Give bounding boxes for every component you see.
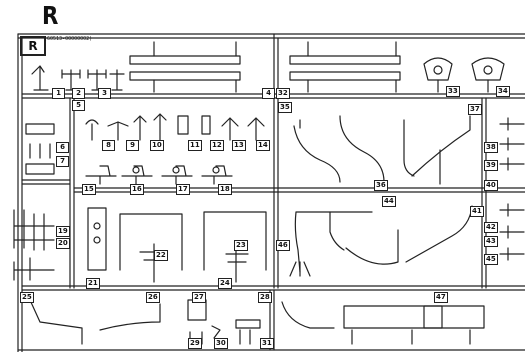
part-number-badge: 13: [232, 140, 246, 151]
part-number-badge: 10: [150, 140, 164, 151]
part-number-badge: 28: [258, 292, 272, 303]
part-number-badge: 23: [234, 240, 248, 251]
part-number-badge: 41: [470, 206, 484, 217]
part-number-badge: 39: [484, 160, 498, 171]
frame-letter-badge: R: [20, 36, 46, 56]
sprue-code-tag: (60513-00000002): [44, 36, 93, 42]
part-number-badge: 1: [52, 88, 65, 99]
part-number-badge: 46: [276, 240, 290, 251]
part-number-badge: 11: [188, 140, 202, 151]
part-number-badge: 33: [446, 86, 460, 97]
part-number-badge: 5: [72, 100, 85, 111]
part-number-badge: 32: [276, 88, 290, 99]
part-number-badge: 35: [278, 102, 292, 113]
parts-21-24: [87, 207, 267, 283]
part-number-badge: 47: [434, 292, 448, 303]
part-number-badge: 26: [146, 292, 160, 303]
small-parts-row: [85, 113, 265, 141]
bottom-parts: [29, 299, 485, 345]
part-number-badge: 30: [214, 338, 228, 349]
curved-pipes: [293, 115, 471, 185]
part-number-badge: 34: [496, 86, 510, 97]
part-number-badge: 14: [256, 140, 270, 151]
part-number-badge: 29: [188, 338, 202, 349]
part-number-badge: 36: [374, 180, 388, 191]
parts-44-46: [289, 205, 473, 277]
long-bars: [129, 41, 401, 93]
part-number-badge: 19: [56, 226, 70, 237]
part-number-badge: 6: [56, 142, 69, 153]
sprue-letter-heading: R: [42, 1, 59, 30]
part-number-badge: 22: [154, 250, 168, 261]
part-number-badge: 4: [262, 88, 275, 99]
part-number-badge: 2: [72, 88, 85, 99]
part-number-badge: 37: [468, 104, 482, 115]
part-number-badge: 31: [260, 338, 274, 349]
part-number-badge: 40: [484, 180, 498, 191]
parts-1-3: [31, 65, 125, 91]
right-edge-parts: [499, 117, 525, 261]
part-number-badge: 8: [102, 140, 115, 151]
left-side-parts: [13, 123, 55, 281]
part-number-badge: 24: [218, 278, 232, 289]
part-number-badge: 7: [56, 156, 69, 167]
frame-runners: [17, 33, 525, 352]
part-number-badge: 27: [192, 292, 206, 303]
part-number-badge: 17: [176, 184, 190, 195]
part-number-badge: 20: [56, 238, 70, 249]
parts-15-18: [85, 165, 233, 185]
part-number-badge: 44: [382, 196, 396, 207]
part-number-badge: 16: [130, 184, 144, 195]
part-number-badge: 43: [484, 236, 498, 247]
part-number-badge: 21: [86, 278, 100, 289]
part-number-badge: 12: [210, 140, 224, 151]
part-number-badge: 42: [484, 222, 498, 233]
part-number-badge: 15: [82, 184, 96, 195]
disc-parts: [423, 57, 505, 93]
part-number-badge: 45: [484, 254, 498, 265]
part-number-badge: 18: [218, 184, 232, 195]
part-number-badge: 9: [126, 140, 139, 151]
part-number-badge: 25: [20, 292, 34, 303]
part-number-badge: 38: [484, 142, 498, 153]
part-number-badge: 3: [98, 88, 111, 99]
